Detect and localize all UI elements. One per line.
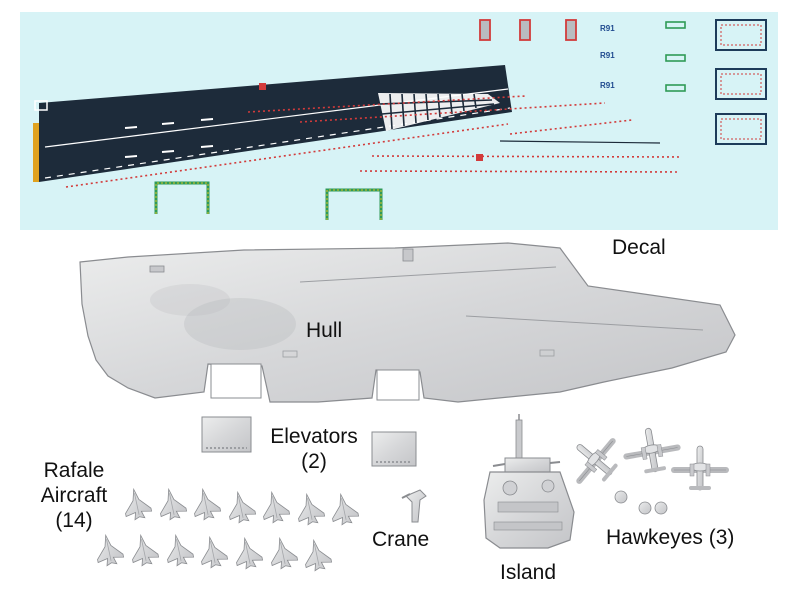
- rafale-aircraft: [258, 489, 292, 525]
- radome-disc: [638, 501, 652, 515]
- red-marker: [259, 83, 266, 90]
- rafale-aircraft-group: [92, 486, 361, 573]
- rafale-aircraft: [92, 532, 126, 568]
- rafale-aircraft: [231, 535, 265, 571]
- hawkeye-aircraft-group: [561, 424, 726, 515]
- hull-part: [79, 242, 736, 403]
- rafale-label: Rafale Aircraft (14): [22, 458, 126, 533]
- radome-disc: [614, 490, 628, 504]
- rafale-aircraft: [293, 491, 327, 527]
- crane-part: [401, 489, 427, 523]
- rafale-label-line: Rafale: [43, 459, 105, 482]
- crane-label: Crane: [372, 528, 430, 551]
- elevator-part: [201, 416, 252, 453]
- island-label: Island: [500, 561, 557, 584]
- rafale-aircraft: [224, 489, 258, 525]
- rafale-count-label: (14): [55, 509, 93, 532]
- decal-sheet: R91 R91 R91: [20, 12, 778, 230]
- hawkeye-aircraft: [674, 446, 726, 490]
- hawkeyes-label: Hawkeyes (3): [606, 526, 735, 549]
- hawkeye-aircraft: [561, 426, 628, 494]
- elevator-part: [371, 431, 417, 467]
- island-part: [483, 414, 575, 549]
- hull-label: Hull: [306, 319, 343, 342]
- rafale-label-line: Aircraft: [40, 484, 108, 507]
- elevators-label-line: Elevators: [270, 425, 358, 448]
- rafale-aircraft: [155, 486, 189, 522]
- elevators-count-label: (2): [301, 450, 327, 473]
- rafale-aircraft: [196, 534, 230, 570]
- rafale-aircraft: [327, 491, 361, 527]
- red-marker: [476, 154, 483, 161]
- rafale-aircraft: [127, 532, 161, 568]
- decal-mark: R91: [600, 51, 615, 60]
- elevators-label: Elevators (2): [262, 424, 366, 474]
- rafale-aircraft: [189, 486, 223, 522]
- decal-label: Decal: [612, 236, 666, 259]
- decal-mark: R91: [600, 81, 615, 90]
- deck-edge-strip: [33, 123, 39, 182]
- rafale-aircraft: [266, 535, 300, 571]
- decal-mark: R91: [600, 24, 615, 33]
- rafale-aircraft: [162, 532, 196, 568]
- radome-disc: [654, 501, 668, 515]
- rafale-aircraft: [300, 537, 334, 573]
